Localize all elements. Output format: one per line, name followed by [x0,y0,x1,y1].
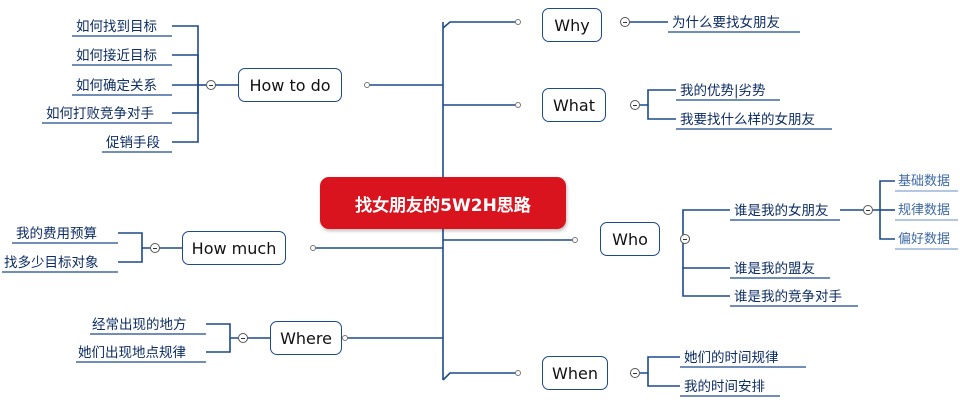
connector-dot-icon [515,370,521,376]
leaf-node[interactable]: 我要找什么样的女朋友 [680,112,815,128]
collapse-icon[interactable] [630,368,640,378]
leaf-node[interactable]: 找多少目标对象 [4,255,99,271]
connector-dot-icon [364,82,370,88]
leaf-node[interactable]: 经常出现的地方 [92,317,187,333]
connector-dot-icon [572,237,578,243]
collapse-icon[interactable] [620,17,630,27]
branch-who[interactable]: Who [600,222,660,256]
leaf-node[interactable]: 谁是我的盟友 [734,261,815,277]
collapse-icon[interactable] [680,234,690,244]
leaf-node[interactable]: 如何确定关系 [76,78,157,94]
leaf-node[interactable]: 我的优势|劣势 [680,83,766,99]
leaf-node[interactable]: 谁是我的女朋友 [734,203,829,219]
collapse-icon[interactable] [630,100,640,110]
sub-leaf-node[interactable]: 规律数据 [898,203,951,218]
branch-why[interactable]: Why [542,8,602,42]
leaf-node[interactable]: 为什么要找女朋友 [672,15,780,31]
leaf-node[interactable]: 她们的时间规律 [684,350,779,366]
leaf-node[interactable]: 我的时间安排 [684,379,765,395]
branch-how-much[interactable]: How much [182,231,286,265]
branch-when[interactable]: When [542,356,608,390]
leaf-node[interactable]: 她们出现地点规律 [78,345,186,361]
branch-what[interactable]: What [542,88,606,122]
connector-dot-icon [310,245,316,251]
collapse-icon[interactable] [238,333,248,343]
connector-dot-icon [515,19,521,25]
leaf-node[interactable]: 如何打败竞争对手 [46,106,154,122]
collapse-icon[interactable] [863,205,873,215]
collapse-icon[interactable] [206,80,216,90]
leaf-node[interactable]: 如何找到目标 [76,19,157,35]
central-topic[interactable]: 找女朋友的5W2H思路 [320,177,566,229]
sub-leaf-node[interactable]: 基础数据 [898,174,951,189]
branch-how-to-do[interactable]: How to do [238,68,342,102]
connector-dot-icon [515,102,521,108]
collapse-icon[interactable] [150,243,160,253]
branch-where[interactable]: Where [270,321,342,355]
leaf-node[interactable]: 如何接近目标 [76,48,157,64]
leaf-node[interactable]: 促销手段 [106,135,160,151]
leaf-node[interactable]: 谁是我的竞争对手 [734,289,842,305]
sub-leaf-node[interactable]: 偏好数据 [898,232,951,247]
leaf-node[interactable]: 我的费用预算 [16,226,97,242]
connector-dot-icon [342,335,348,341]
